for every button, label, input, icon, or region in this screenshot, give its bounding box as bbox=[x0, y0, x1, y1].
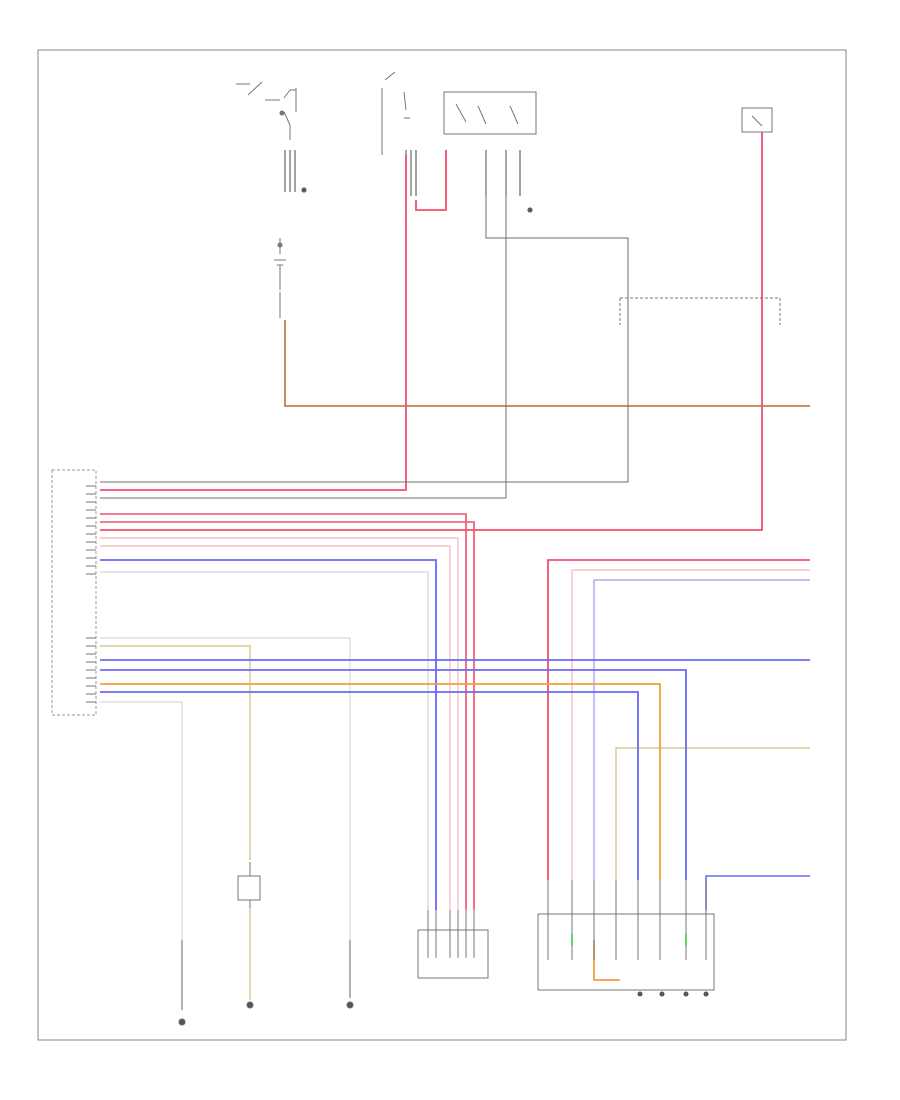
wire-yellow-lower bbox=[100, 645, 810, 1000]
transmission-pins-bottom bbox=[637, 991, 709, 997]
wire-red-relay bbox=[100, 150, 447, 491]
ground-right bbox=[346, 940, 354, 1009]
transmission-connector bbox=[537, 880, 715, 991]
ecu-pins-upper bbox=[86, 485, 96, 575]
stop-light-switch bbox=[741, 107, 773, 133]
wire-blue-right bbox=[593, 579, 810, 880]
ground-left bbox=[178, 940, 186, 1026]
sensor-resistor bbox=[237, 862, 261, 908]
wire-gray-1 bbox=[100, 150, 629, 499]
wire-blue-1 bbox=[100, 559, 437, 910]
wire-pink-bundle bbox=[100, 537, 459, 910]
relay-connector bbox=[405, 150, 533, 213]
wire-brown bbox=[284, 320, 810, 407]
ignition-connector bbox=[284, 150, 307, 193]
relay-box bbox=[381, 71, 537, 155]
diagram-frame bbox=[37, 49, 847, 1041]
ecu-pins-lower bbox=[86, 637, 96, 703]
engine-ecu bbox=[51, 469, 97, 716]
wire-light-lower bbox=[100, 637, 351, 940]
ignition-switch bbox=[236, 81, 297, 140]
ground-mid bbox=[246, 1001, 254, 1009]
wire-red-stop bbox=[100, 132, 763, 531]
wire-blue-lower bbox=[100, 659, 810, 880]
shift-solenoid-connector bbox=[417, 910, 489, 979]
wire-red-bundle bbox=[100, 513, 475, 910]
wire-blue-short bbox=[705, 875, 810, 910]
transmission-pins-green bbox=[571, 934, 687, 946]
wire-light-1 bbox=[100, 571, 429, 910]
wire-pink-right bbox=[571, 569, 810, 880]
wire-red-right bbox=[547, 559, 810, 880]
wire-orange-lower bbox=[100, 683, 661, 981]
junction-connector bbox=[619, 297, 781, 325]
fuse-block bbox=[274, 238, 286, 318]
